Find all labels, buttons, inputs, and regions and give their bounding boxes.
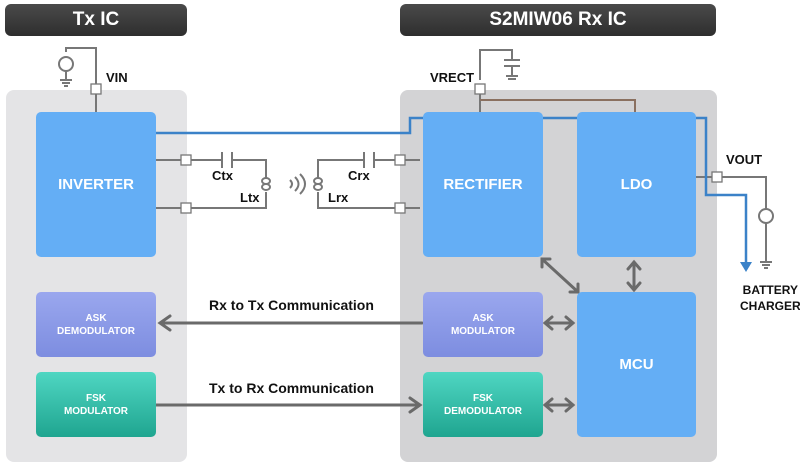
ldo-block: LDO xyxy=(577,112,696,257)
tx-to-rx-arrow xyxy=(154,396,423,414)
battery-arrow-icon xyxy=(740,262,752,272)
battery-label-2: CHARGER xyxy=(740,299,800,313)
fsk-demod-label-1: FSK xyxy=(473,392,493,404)
ask-demod-label-2: DEMODULATOR xyxy=(57,325,135,337)
rx-to-tx-label: Rx to Tx Communication xyxy=(209,297,374,313)
rectifier-block: RECTIFIER xyxy=(423,112,543,257)
ask-mod-label-2: MODULATOR xyxy=(450,325,516,337)
ctx-label: Ctx xyxy=(212,168,233,183)
rx-to-tx-arrow xyxy=(157,314,424,332)
tx-ic-title-text: Tx IC xyxy=(72,9,120,30)
fsk-demod-label-2: DEMODULATOR xyxy=(444,405,522,417)
vout-label: VOUT xyxy=(726,152,763,167)
rectifier-label: RECTIFIER xyxy=(443,176,523,193)
ground-icon xyxy=(60,71,72,87)
wireless-icon xyxy=(289,173,306,195)
crx-capacitor-icon xyxy=(363,152,375,168)
inverter-block: INVERTER xyxy=(36,112,156,257)
battery-charger-label: BATTERY CHARGER xyxy=(740,282,800,314)
fsk-mcu-arrow xyxy=(542,397,576,413)
power-path xyxy=(156,116,748,262)
tx-to-rx-label: Tx to Rx Communication xyxy=(209,380,374,396)
crx-label: Crx xyxy=(348,168,370,183)
mcu-label: MCU xyxy=(619,356,654,373)
ldo-label: LDO xyxy=(620,176,653,193)
ctx-capacitor-icon xyxy=(221,152,233,168)
ask-demod-label-1: ASK xyxy=(85,312,107,324)
vin-source-icon xyxy=(58,56,74,72)
vin-label: VIN xyxy=(106,70,128,85)
fsk-mod-label-2: MODULATOR xyxy=(63,405,129,417)
ask-mcu-arrow xyxy=(542,315,576,331)
battery-label-1: BATTERY xyxy=(742,283,798,297)
mcu-block: MCU xyxy=(577,292,696,437)
vrect-capacitor-icon xyxy=(479,49,520,80)
vout-wire xyxy=(696,176,772,269)
ldo-mcu-arrow xyxy=(626,259,642,293)
inverter-label: INVERTER xyxy=(58,176,134,193)
rx-ic-title: S2MIW06 Rx IC xyxy=(400,4,716,36)
tx-ic-title: Tx IC xyxy=(5,4,187,36)
ask-mod-label-1: ASK xyxy=(472,312,494,324)
vrect-label: VRECT xyxy=(430,70,475,85)
ltx-label: Ltx xyxy=(240,190,260,205)
vout-load-icon xyxy=(758,208,774,224)
rectifier-mcu-arrow xyxy=(540,257,580,294)
rx-ic-title-text: S2MIW06 Rx IC xyxy=(489,9,627,30)
fsk-mod-label-1: FSK xyxy=(86,392,106,404)
lrx-label: Lrx xyxy=(328,190,349,205)
